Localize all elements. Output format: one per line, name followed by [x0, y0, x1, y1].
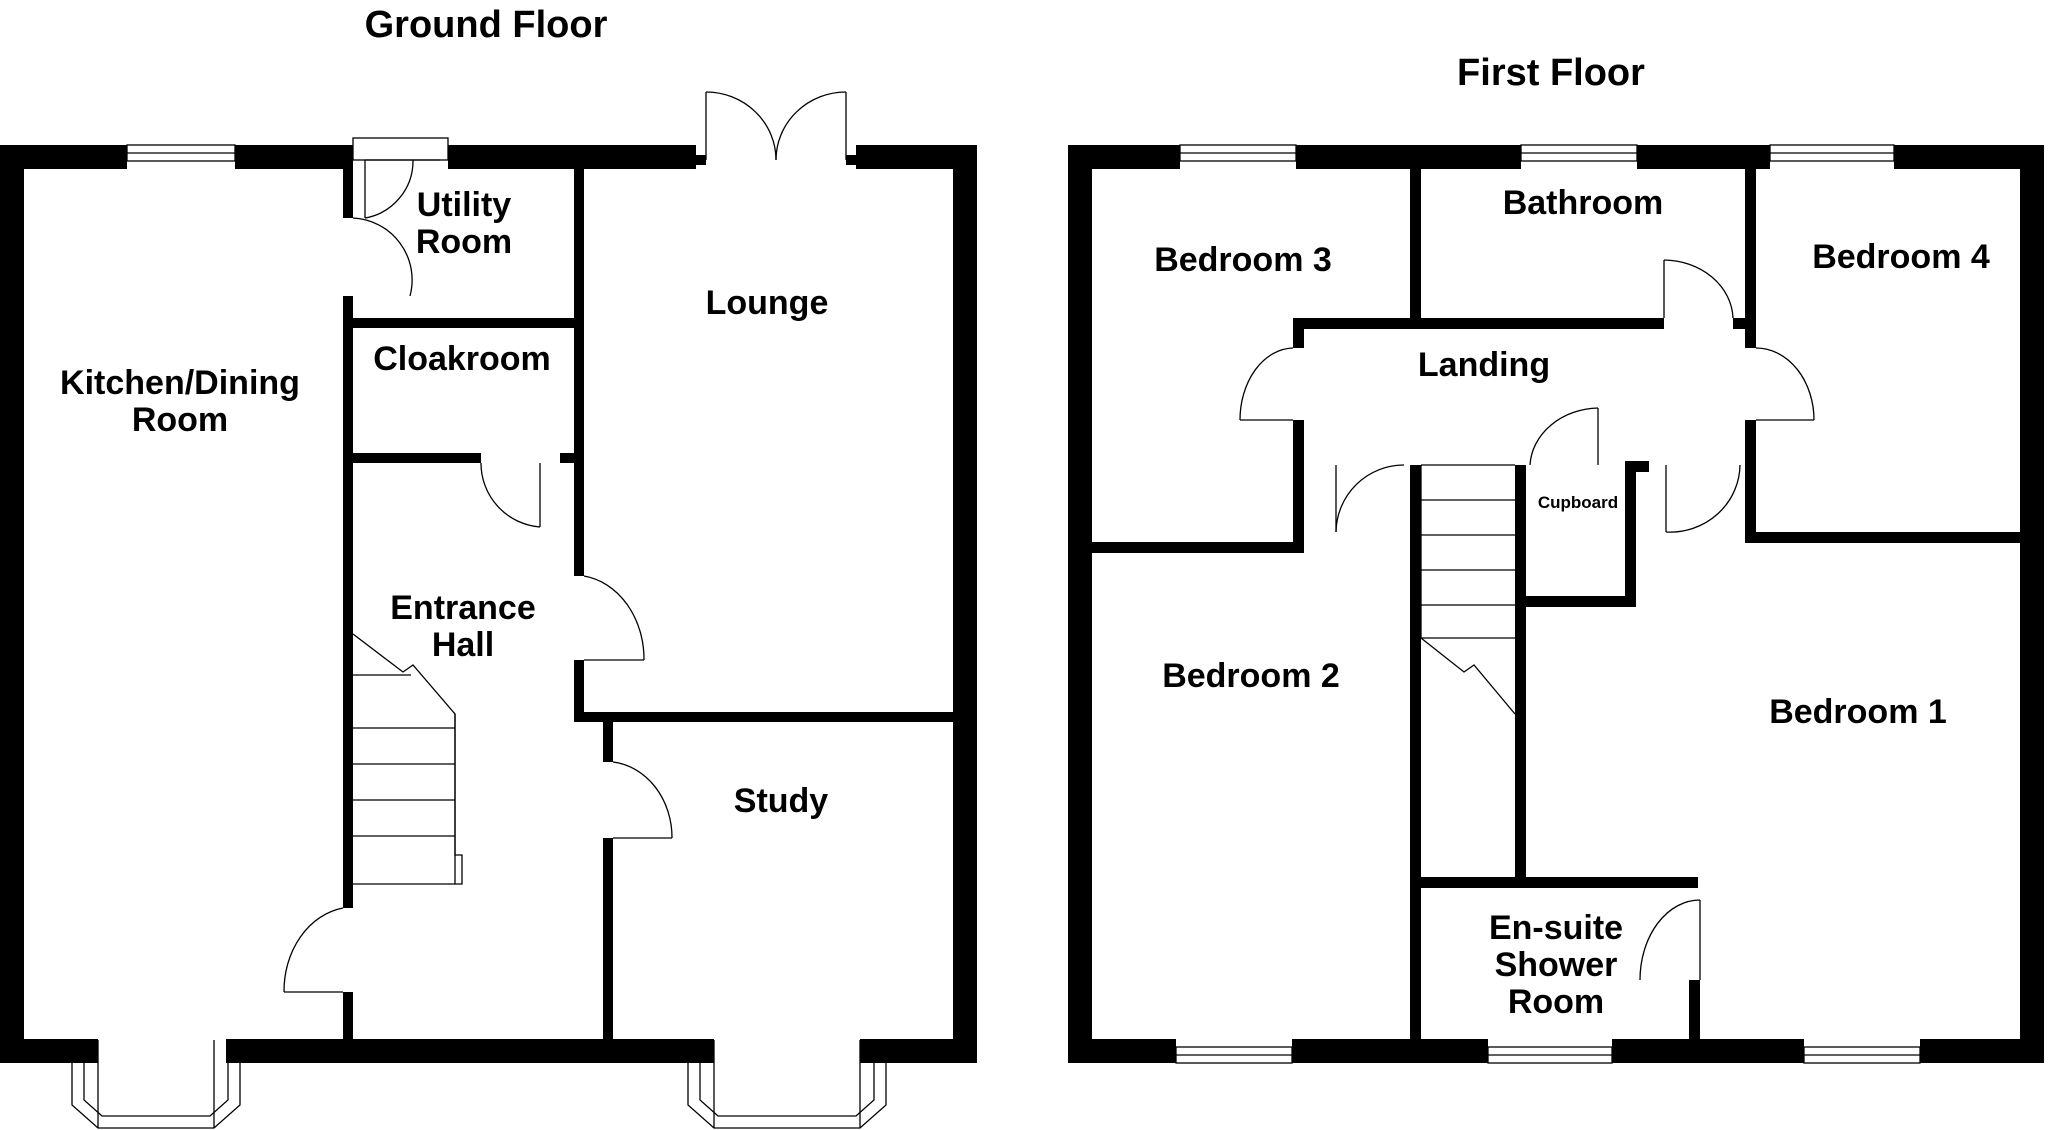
ensuite-label-line2: Shower [1495, 946, 1618, 984]
ensuite-label-line3: Room [1508, 983, 1604, 1021]
first-floor-walls [1068, 145, 2044, 1063]
landing-label: Landing [1418, 346, 1550, 384]
cloakroom-door [480, 462, 541, 528]
study-bay-window [687, 1040, 887, 1129]
kitchen-label-line1: Kitchen/Dining [60, 364, 300, 402]
utility-label-line1: Utility [417, 186, 512, 224]
ground-floor-title: Ground Floor [365, 4, 608, 46]
first-floor-staircase [1420, 464, 1516, 715]
ground-floor-walls [0, 145, 977, 1063]
bathroom-door [1663, 259, 1734, 319]
hall-label-line1: Entrance [390, 589, 536, 627]
bedroom1-door [1665, 464, 1741, 533]
bedroom2-label: Bedroom 2 [1162, 657, 1340, 695]
utility-door [352, 137, 449, 297]
bathroom-label: Bathroom [1503, 184, 1664, 222]
first-floor-plan: First Floor [1068, 52, 2044, 1064]
cupboard-label: Cupboard [1538, 493, 1618, 512]
lounge-french-doors [696, 91, 856, 165]
kitchen-label-line2: Room [132, 401, 228, 439]
ensuite-door [1639, 899, 1701, 981]
lounge-door [583, 575, 645, 661]
utility-label-line2: Room [416, 223, 512, 261]
bedroom3-door [1239, 347, 1294, 421]
bedroom4-label: Bedroom 4 [1812, 238, 1990, 276]
lounge-label: Lounge [706, 284, 829, 322]
ground-floor-plan: Ground Floor [0, 4, 977, 1129]
ensuite-label-line1: En-suite [1489, 909, 1623, 947]
cupboard-door [1529, 407, 1599, 466]
study-label: Study [734, 782, 829, 820]
ground-floor-staircase [352, 633, 463, 885]
bedroom3-label: Bedroom 3 [1154, 241, 1332, 279]
kitchen-door [283, 907, 344, 993]
bedroom4-door [1755, 347, 1815, 421]
bedroom2-door [1335, 464, 1405, 533]
first-floor-title: First Floor [1457, 52, 1645, 94]
hall-label-line2: Hall [432, 626, 494, 664]
bedroom1-label: Bedroom 1 [1769, 693, 1947, 731]
cloakroom-label: Cloakroom [373, 340, 551, 378]
study-door [612, 761, 673, 839]
